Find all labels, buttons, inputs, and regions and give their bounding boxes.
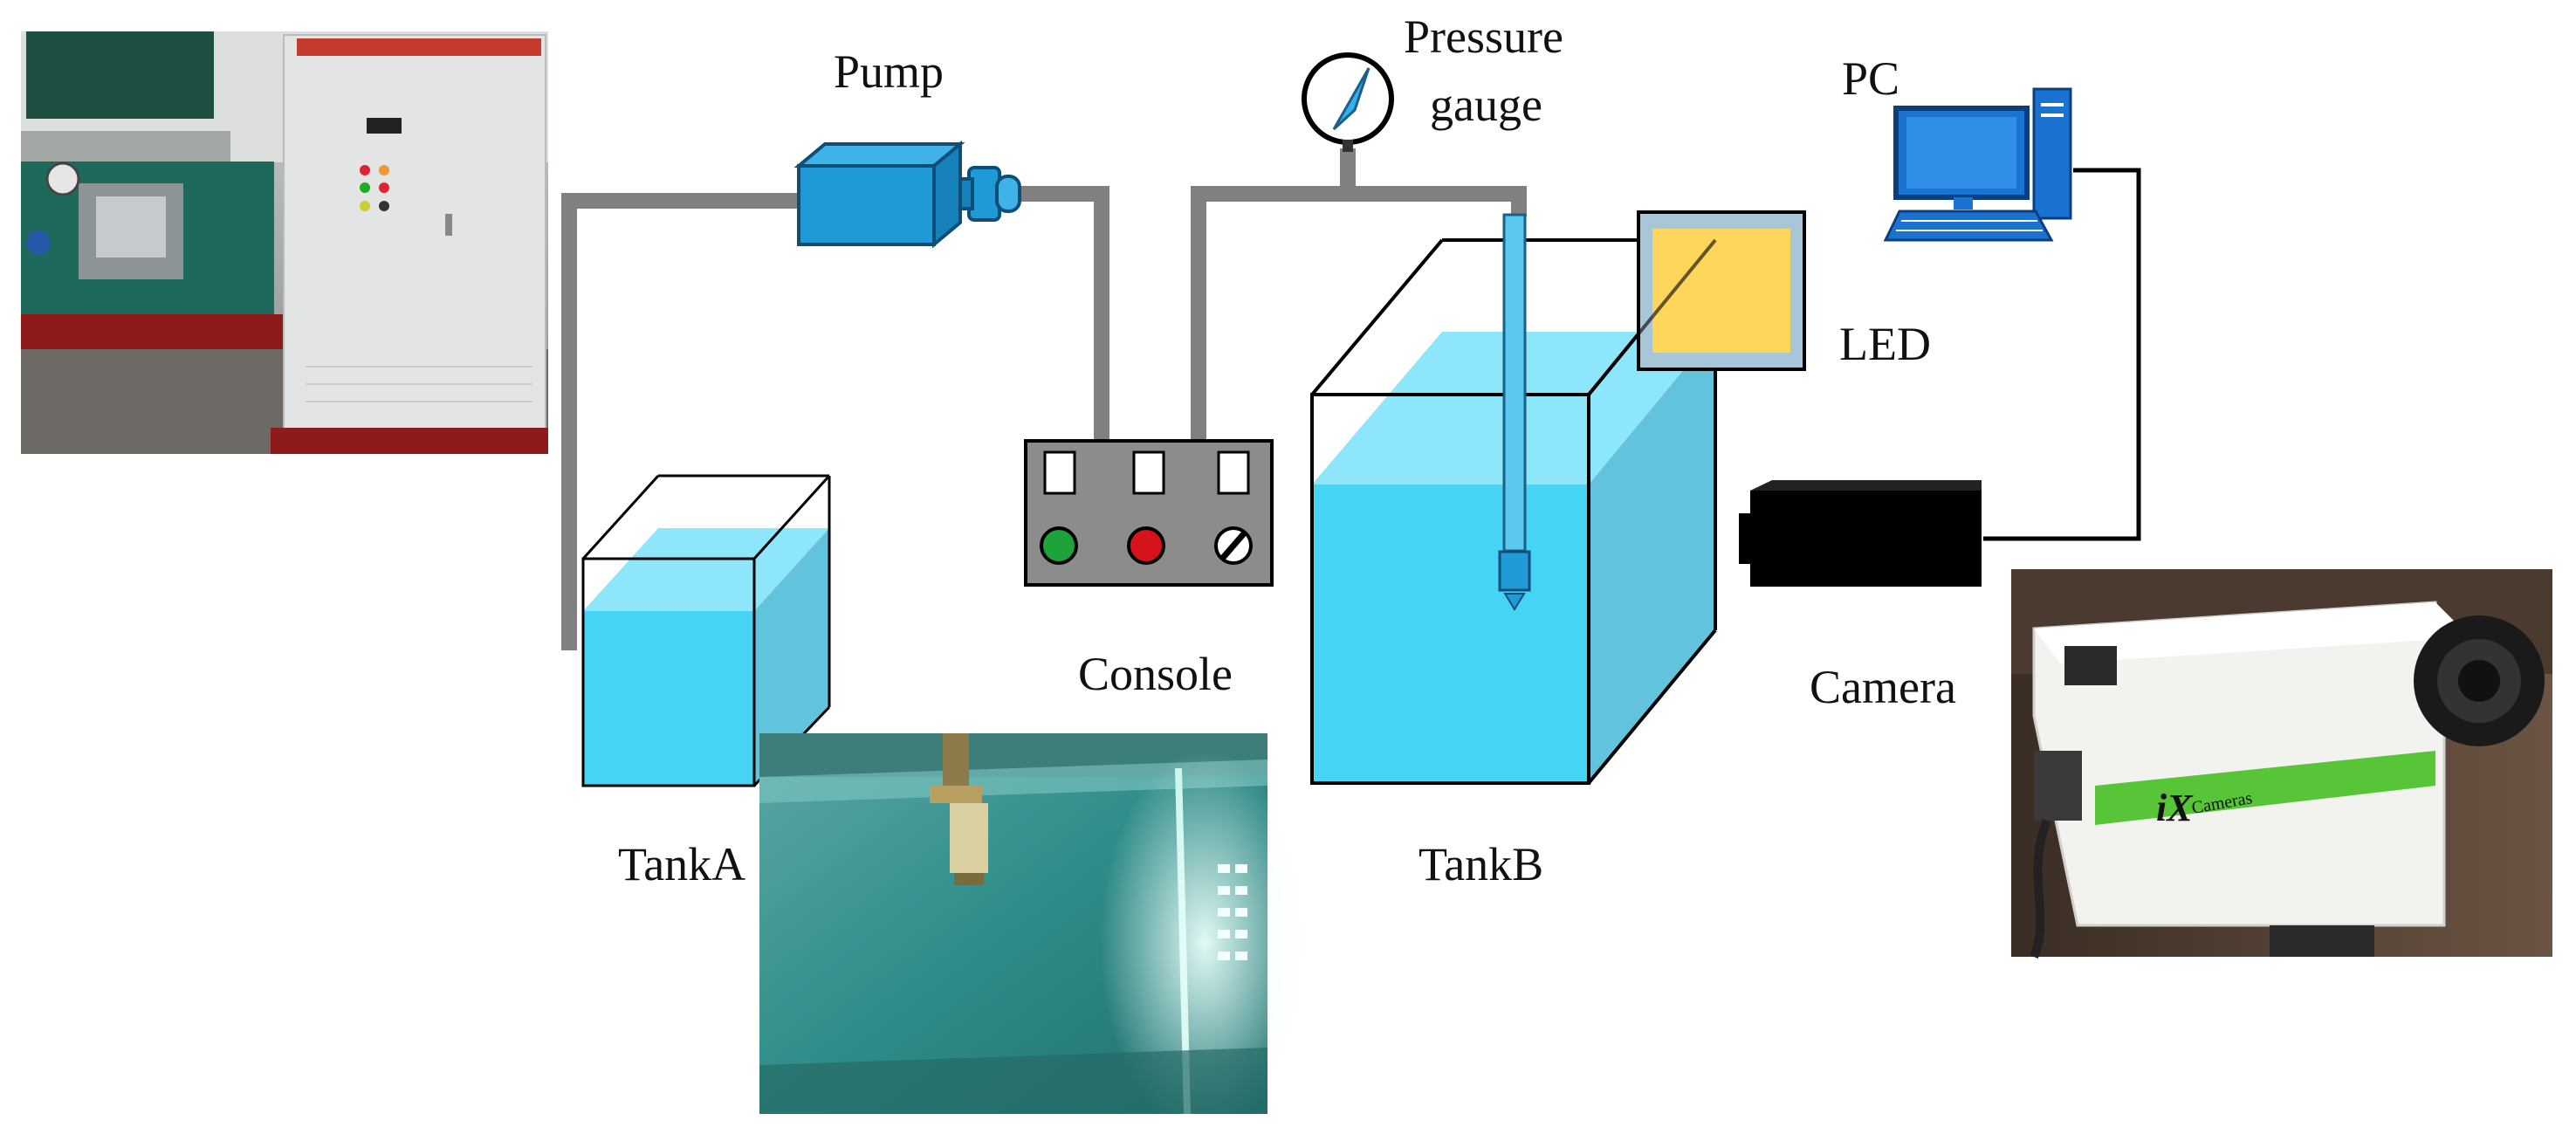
pipe-console-to-tank-b [1191,186,1527,443]
console-indicator-2 [1132,450,1165,495]
signal-wires [1983,168,2141,541]
labels: Pump Pressure gauge PC LED Console Camer… [618,10,1956,890]
tank-b [1310,213,1717,785]
label-console: Console [1078,648,1233,700]
label-tank-b: TankB [1419,838,1543,890]
label-pump: Pump [834,45,944,98]
console-button-green [1040,526,1078,565]
console [1024,439,1274,587]
label-camera: Camera [1810,661,1956,713]
pump [793,140,1021,249]
tank-interior-photo [759,733,1309,1134]
label-pressure-gauge-1: Pressure [1404,10,1563,63]
camera-brand-line1: iX [2156,787,2194,829]
console-indicator-1 [1043,450,1076,495]
high-speed-camera-photo: iX Cameras [2011,569,2552,959]
label-tank-a: TankA [618,838,745,890]
label-led: LED [1839,318,1931,370]
led-light [1587,210,1806,396]
pipe-tank-a-to-pump [561,193,799,650]
camera [1739,480,1982,587]
pump-station-photo [21,31,548,454]
wire-pc-to-camera [1983,168,2141,541]
tank-a [581,474,831,787]
pipe-network [561,148,1527,650]
label-pressure-gauge-2: gauge [1430,79,1542,131]
camera-body [1750,491,1982,587]
pipe-pump-to-console [1017,186,1109,443]
pc-keyboard [1883,210,2054,242]
pressure-gauge [1302,52,1394,152]
nozzle-rod [1498,213,1531,611]
pc-tower [2032,87,2072,220]
console-button-red [1127,526,1165,565]
label-pc: PC [1842,52,1899,105]
camera-lens [1739,513,1755,564]
console-knob [1214,526,1253,565]
pump-body [797,164,936,246]
gauge-needle [1332,67,1370,131]
pc [1883,87,2072,242]
console-indicator-3 [1217,450,1250,495]
